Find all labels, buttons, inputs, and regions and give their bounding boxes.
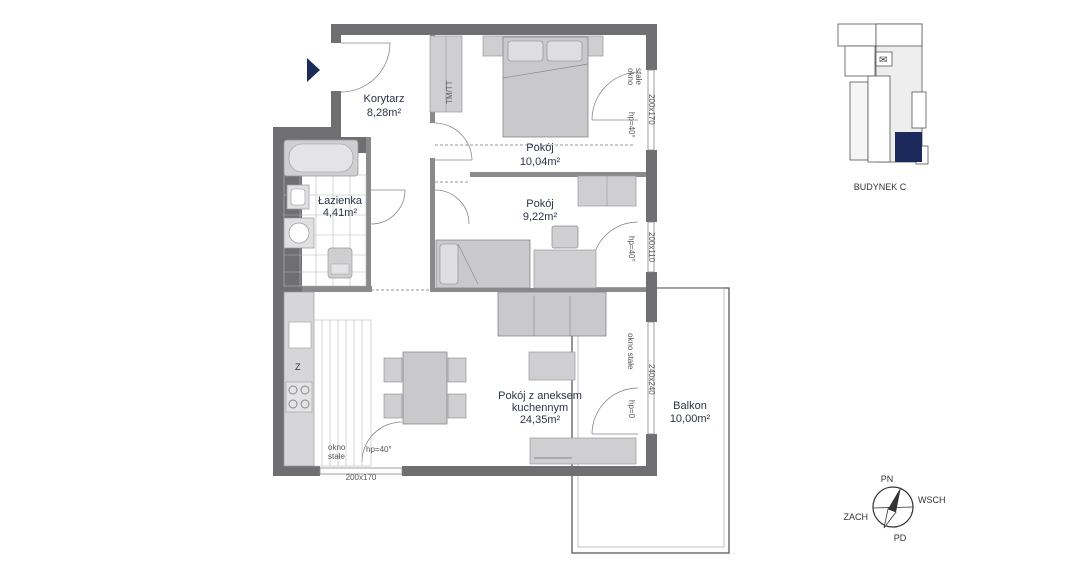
wardrobe-label: TM/TT xyxy=(445,80,454,104)
window1-dims: 200x170 xyxy=(647,94,656,125)
room-area-pokoj1: 10,04m² xyxy=(520,156,561,168)
room-area-lazienka: 4,41m² xyxy=(323,207,358,219)
room-area-korytarz: 8,28m² xyxy=(367,107,402,119)
room-area-salon: 24,35m² xyxy=(520,414,561,426)
compass-west: ZACH xyxy=(844,512,869,522)
compass-icon xyxy=(872,486,914,529)
room-name-lazienka: Łazienka xyxy=(318,195,363,207)
desk-chair xyxy=(551,225,579,249)
entrance-arrow-icon xyxy=(307,58,320,82)
tv-cabinet xyxy=(529,437,637,465)
building-label: BUDYNEK C xyxy=(854,182,907,192)
window3-hp: hp=0 xyxy=(627,400,636,419)
room-name-salon-1: Pokój z aneksem xyxy=(498,390,582,402)
apartment-highlight xyxy=(895,132,922,162)
sofa xyxy=(497,291,607,337)
window3-note: okno stałe xyxy=(626,333,635,370)
coffee-table xyxy=(528,351,576,381)
room-name-balkon: Balkon xyxy=(673,400,707,412)
room-name-korytarz: Korytarz xyxy=(364,93,405,105)
compass-east: WSCH xyxy=(918,495,946,505)
window2-dims: 200x110 xyxy=(647,232,656,263)
window1-hp: hp=40° xyxy=(627,112,636,138)
door-swings xyxy=(340,42,639,463)
window4-dims: 200x170 xyxy=(346,473,377,482)
room-name-pokoj2: Pokój xyxy=(526,198,554,210)
room-area-balkon: 10,00m² xyxy=(670,413,711,425)
kitchen-counter xyxy=(283,291,315,467)
envelope-icon: ✉ xyxy=(879,55,887,66)
window4-hp: hp=40° xyxy=(366,445,392,454)
room-name-pokoj1: Pokój xyxy=(526,142,554,154)
window1-note-line2: stałe xyxy=(634,68,643,85)
compass-north: PN xyxy=(881,474,894,484)
compass-south: PD xyxy=(894,533,907,543)
desk xyxy=(533,249,597,289)
window3-dims: 240x240 xyxy=(647,364,656,395)
room-area-pokoj2: 9,22m² xyxy=(523,211,558,223)
window4-note-line1: okno xyxy=(328,443,346,452)
dining-table xyxy=(402,351,448,425)
window4-note-line2: stałe xyxy=(328,452,345,461)
window2-hp: hp=40° xyxy=(627,236,636,262)
fridge-label: Z xyxy=(295,362,301,372)
cooktop xyxy=(285,381,313,413)
room-name-salon-2: kuchennym xyxy=(512,402,568,414)
window1-note-line1: okno xyxy=(626,68,635,86)
